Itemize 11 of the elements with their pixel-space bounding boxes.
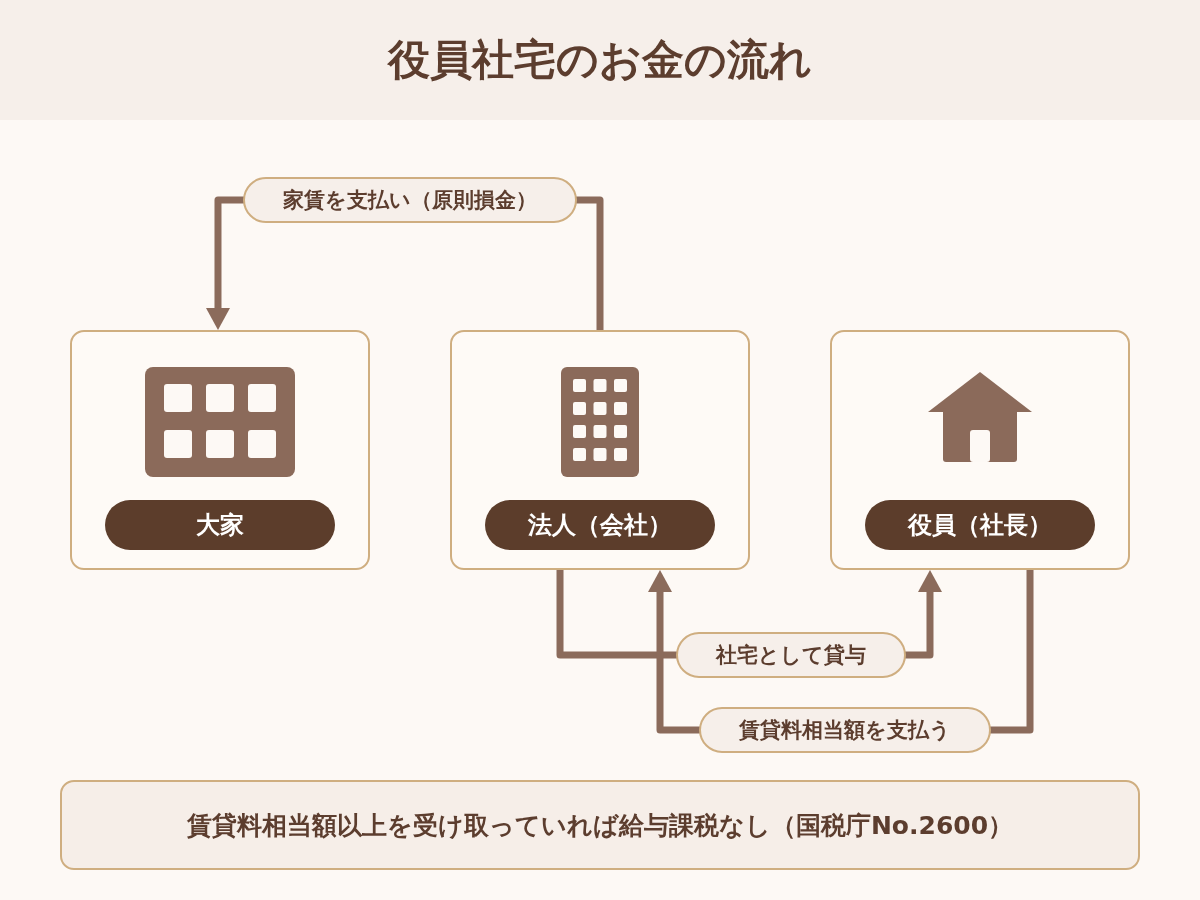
title: 役員社宅のお金の流れ [388, 34, 812, 86]
entity-card [70, 330, 370, 570]
entity-card [830, 330, 1130, 570]
note-panel: 賃貸料相当額以上を受け取っていれば給与課税なし（国税庁No.2600） [60, 780, 1140, 870]
edge-label: 家賃を支払い（原則損金） [243, 177, 577, 223]
name-label: 大家 [105, 500, 335, 550]
entity-card [450, 330, 750, 570]
edge-label: 社宅として貸与 [676, 632, 906, 678]
edge-label: 賃貸料相当額を支払う [699, 707, 991, 753]
name-label: 法人（会社） [485, 500, 715, 550]
name-label: 役員（社長） [865, 500, 1095, 550]
